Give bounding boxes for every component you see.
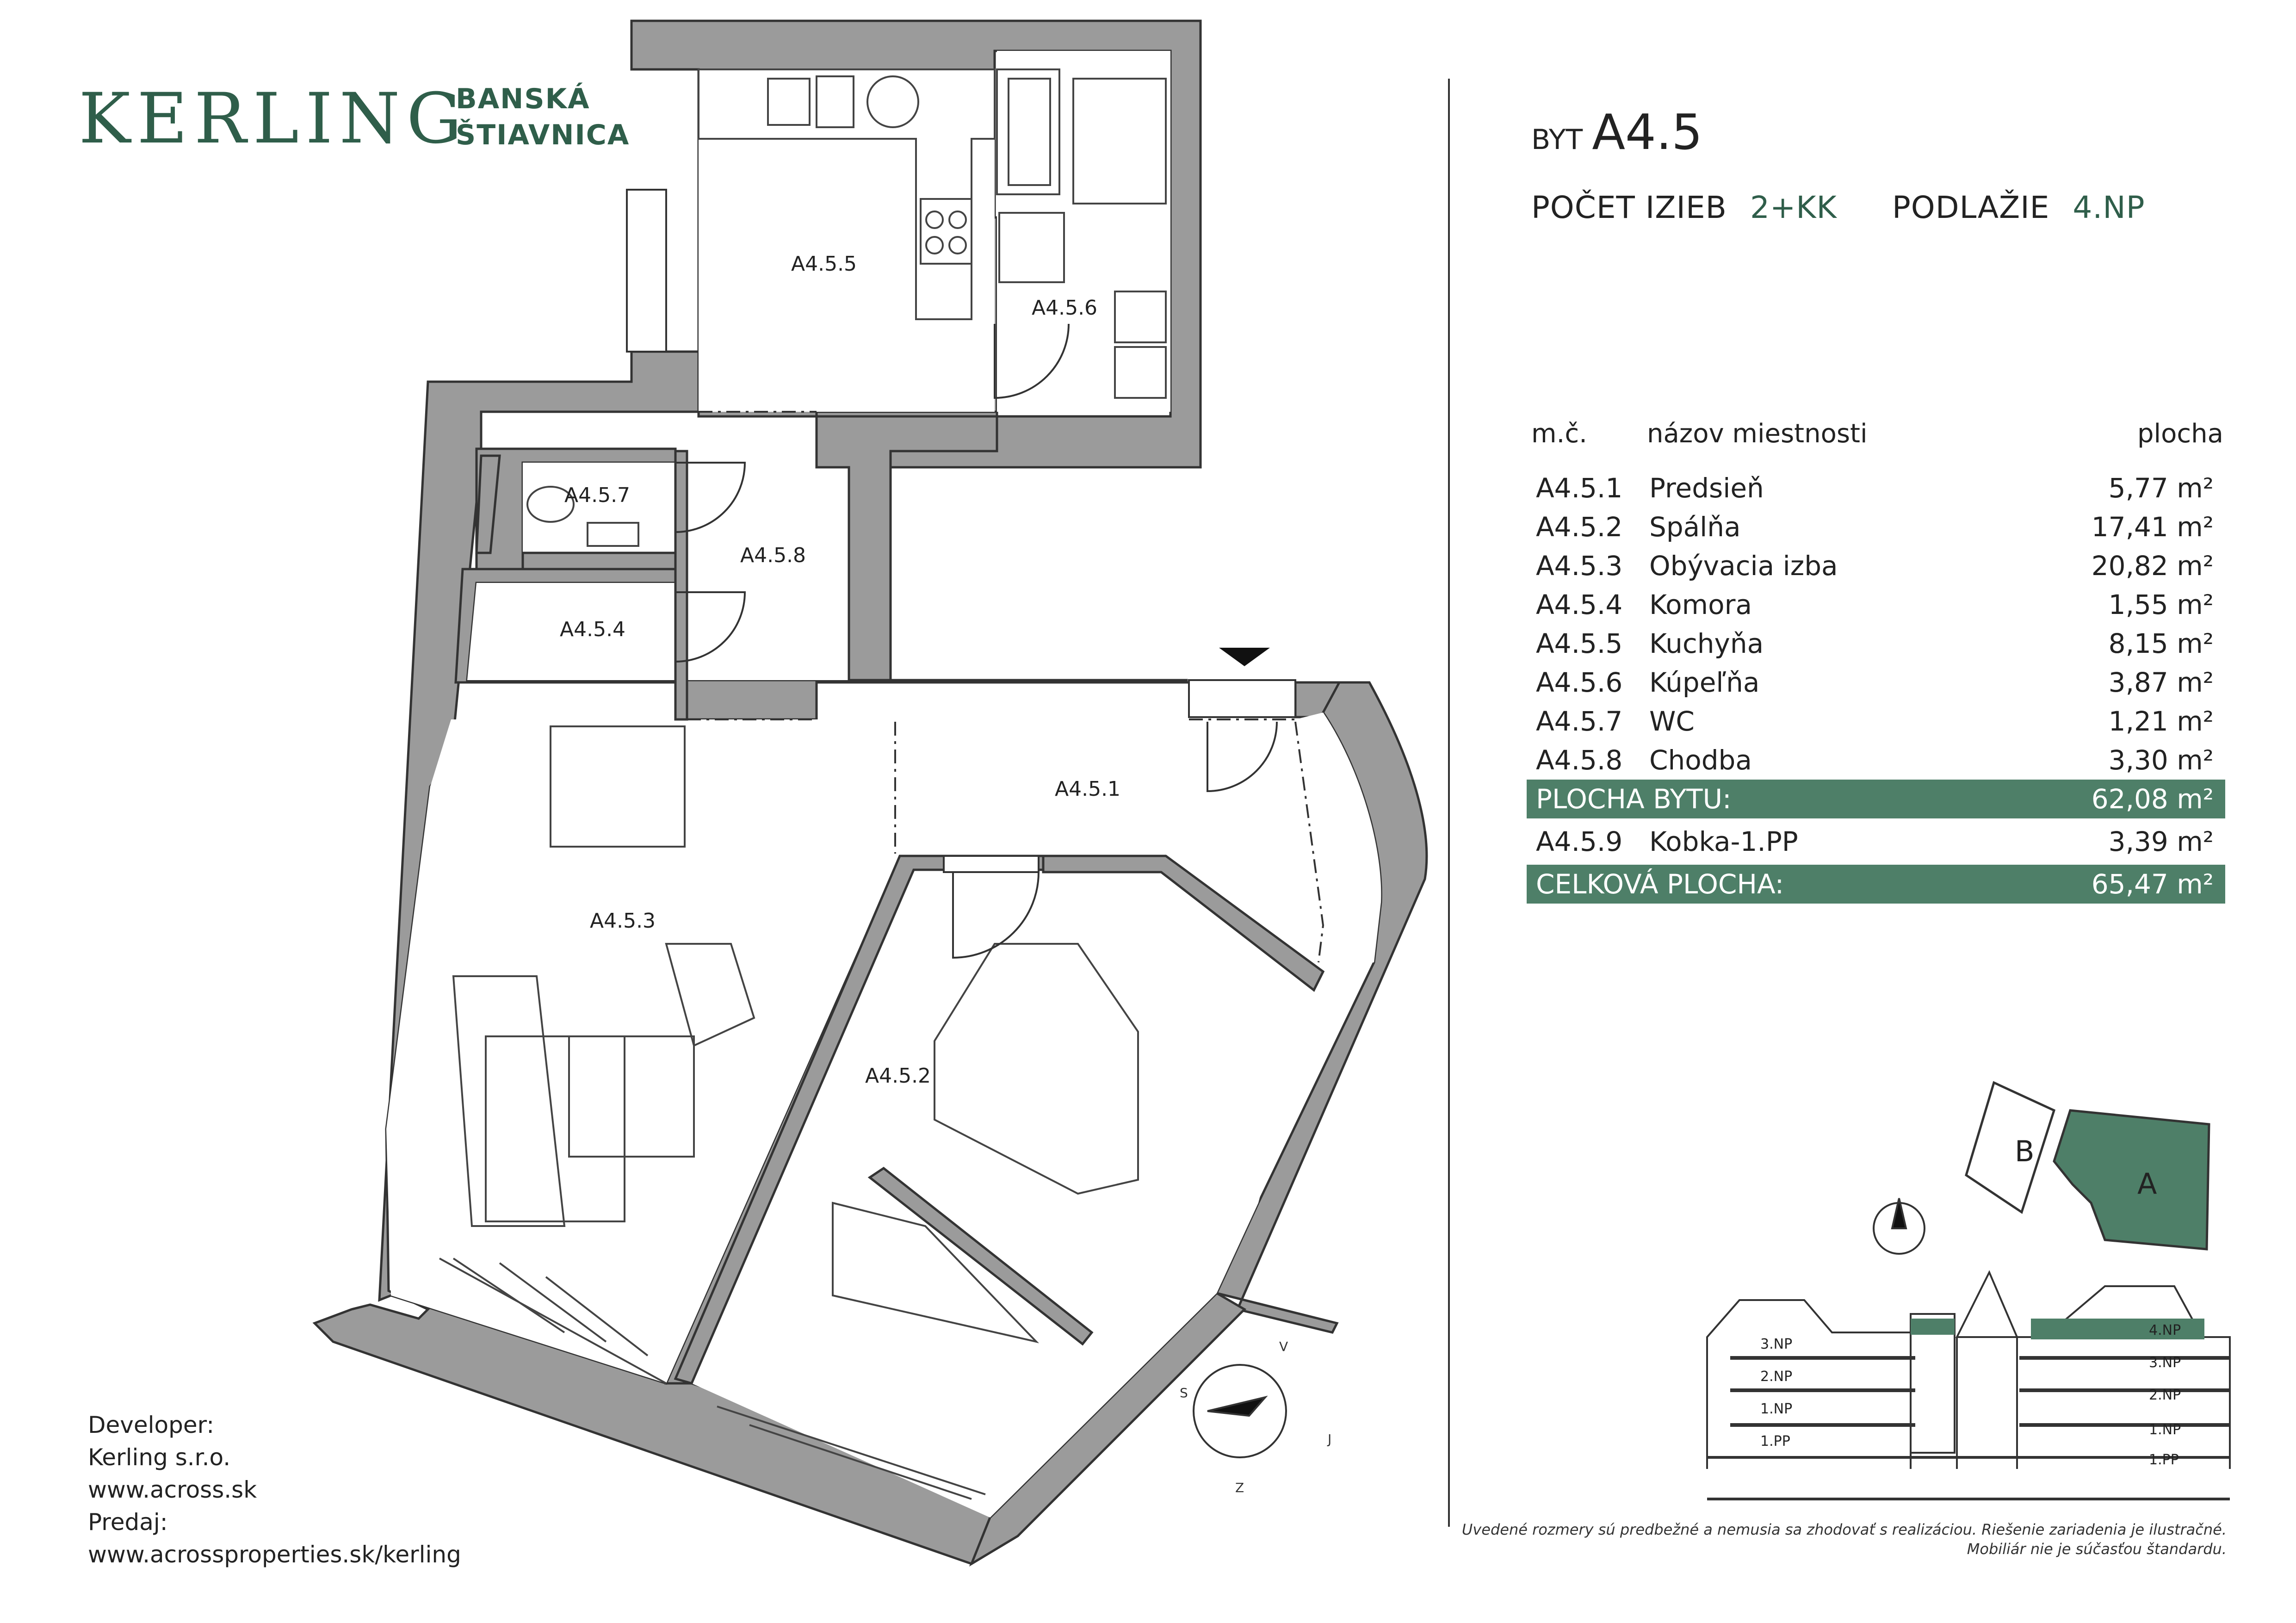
brand-location-line1: BANSKÁ (456, 83, 590, 115)
room-label-a453: A4.5.3 (590, 909, 656, 933)
table-row: A4.5.6 Kúpeľňa 3,87 m² (1527, 663, 2225, 702)
row-no: A4.5.8 (1536, 744, 1623, 776)
sales-web: www.acrossproperties.sk/kerling (88, 1541, 461, 1568)
row-name: Predsieň (1649, 472, 1764, 504)
row-name: Obývacia izba (1649, 550, 1838, 582)
subtotal-row: PLOCHA BYTU: 62,08 m² (1527, 780, 2225, 818)
rooms-count: POČET IZIEB 2+KK (1531, 190, 1837, 225)
total-area: 65,47 m² (2091, 868, 2214, 900)
building-section (1706, 1270, 2231, 1500)
table-row: A4.5.4 Komora 1,55 m² (1527, 585, 2225, 624)
unit-label: BYT (1531, 124, 1583, 156)
room-label-a452: A4.5.2 (865, 1064, 931, 1088)
floor-info: PODLAŽIE 4.NP (1892, 190, 2145, 225)
entrance-arrow-icon (1219, 648, 1270, 666)
compass-letter-s: S (1180, 1385, 1188, 1400)
row-name: Kobka-1.PP (1649, 826, 1798, 857)
site-key-a: A (2137, 1167, 2157, 1201)
row-name: Kuchyňa (1649, 628, 1764, 659)
brand-location: BANSKÁ ŠTIAVNICA (456, 81, 630, 153)
row-area: 1,55 m² (2108, 589, 2214, 620)
disclaimer-line1: Uvedené rozmery sú predbežné a nemusia s… (1461, 1521, 2227, 1538)
section-left-floor-2: 1.NP (1760, 1401, 1792, 1417)
row-area: 8,15 m² (2108, 628, 2214, 659)
compass-letter-v: V (1279, 1339, 1288, 1354)
room-label-a455: A4.5.5 (791, 252, 857, 276)
section-left-floor-1: 2.NP (1760, 1369, 1792, 1385)
developer-web: www.across.sk (88, 1476, 257, 1503)
row-no: A4.5.5 (1536, 628, 1623, 659)
row-area: 20,82 m² (2091, 550, 2214, 582)
room-label-a454: A4.5.4 (560, 618, 626, 641)
row-name: Kúpeľňa (1649, 667, 1760, 698)
extra-row: A4.5.9 Kobka-1.PP 3,39 m² (1527, 822, 2225, 861)
compass-letter-j: J (1327, 1431, 1331, 1447)
section-right-floor-1: 3.NP (2149, 1355, 2181, 1371)
room-label-a457: A4.5.7 (564, 483, 631, 507)
unit-title: BYT A4.5 (1531, 104, 1702, 161)
section-right-floor-2: 2.NP (2149, 1387, 2181, 1403)
row-no: A4.5.1 (1536, 472, 1623, 504)
vertical-divider (1448, 79, 1450, 1527)
compass-letter-z: Z (1235, 1480, 1244, 1495)
row-area: 3,87 m² (2108, 667, 2214, 698)
floor-value: 4.NP (2073, 190, 2145, 225)
brand-logo: KERLING (79, 79, 469, 159)
row-no: A4.5.2 (1536, 511, 1623, 543)
row-no: A4.5.7 (1536, 706, 1623, 737)
unit-code: A4.5 (1592, 104, 1703, 161)
room-label-a451: A4.5.1 (1055, 777, 1121, 801)
row-name: Chodba (1649, 744, 1752, 776)
compass-rose-icon (1193, 1364, 1287, 1458)
room-label-a456: A4.5.6 (1032, 296, 1098, 320)
section-right-floor-0: 4.NP (2149, 1322, 2181, 1338)
total-row: CELKOVÁ PLOCHA: 65,47 m² (1527, 865, 2225, 904)
row-name: WC (1649, 706, 1695, 737)
row-area: 1,21 m² (2108, 706, 2214, 737)
row-no: A4.5.4 (1536, 589, 1623, 620)
table-row: A4.5.1 Predsieň 5,77 m² (1527, 469, 2225, 508)
sales-label: Predaj: (88, 1509, 168, 1536)
rooms-label: POČET IZIEB (1531, 190, 1727, 225)
table-row: A4.5.3 Obývacia izba 20,82 m² (1527, 546, 2225, 585)
section-right-floor-3: 1.NP (2149, 1422, 2181, 1438)
total-label: CELKOVÁ PLOCHA: (1536, 868, 1784, 900)
disclaimer-line2: Mobiliár nie je súčasťou štandardu. (1967, 1540, 2227, 1558)
row-area: 5,77 m² (2108, 472, 2214, 504)
row-area: 3,30 m² (2108, 744, 2214, 776)
table-row: A4.5.7 WC 1,21 m² (1527, 702, 2225, 741)
developer-info: Developer: Kerling s.r.o. www.across.sk … (88, 1409, 461, 1571)
disclaimer: Uvedené rozmery sú predbežné a nemusia s… (1394, 1520, 2227, 1559)
table-row: A4.5.2 Spálňa 17,41 m² (1527, 508, 2225, 546)
table-row: A4.5.8 Chodba 3,30 m² (1527, 741, 2225, 780)
row-name: Spálňa (1649, 511, 1741, 543)
section-right-floor-4: 1.PP (2149, 1452, 2179, 1468)
site-key (1873, 1081, 2210, 1255)
table-header-name: názov miestnosti (1647, 419, 1868, 449)
row-area: 17,41 m² (2091, 511, 2214, 543)
table-header-area: plocha (2137, 419, 2223, 449)
subtotal-label: PLOCHA BYTU: (1536, 783, 1732, 815)
developer-label: Developer: (88, 1412, 215, 1438)
rooms-value: 2+KK (1750, 190, 1837, 225)
row-no: A4.5.6 (1536, 667, 1623, 698)
floor-label: PODLAŽIE (1892, 190, 2050, 225)
table-header-no: m.č. (1531, 419, 1587, 449)
subtotal-area: 62,08 m² (2091, 783, 2214, 815)
section-left-floor-3: 1.PP (1760, 1433, 1790, 1450)
row-area: 3,39 m² (2108, 826, 2214, 857)
developer-company: Kerling s.r.o. (88, 1444, 231, 1471)
brand-location-line2: ŠTIAVNICA (456, 119, 630, 151)
row-no: A4.5.9 (1536, 826, 1623, 857)
section-left-floor-0: 3.NP (1760, 1336, 1792, 1352)
row-no: A4.5.3 (1536, 550, 1623, 582)
table-row: A4.5.5 Kuchyňa 8,15 m² (1527, 624, 2225, 663)
site-key-b: B (2015, 1134, 2035, 1168)
row-name: Komora (1649, 589, 1752, 620)
room-label-a458: A4.5.8 (740, 544, 806, 567)
